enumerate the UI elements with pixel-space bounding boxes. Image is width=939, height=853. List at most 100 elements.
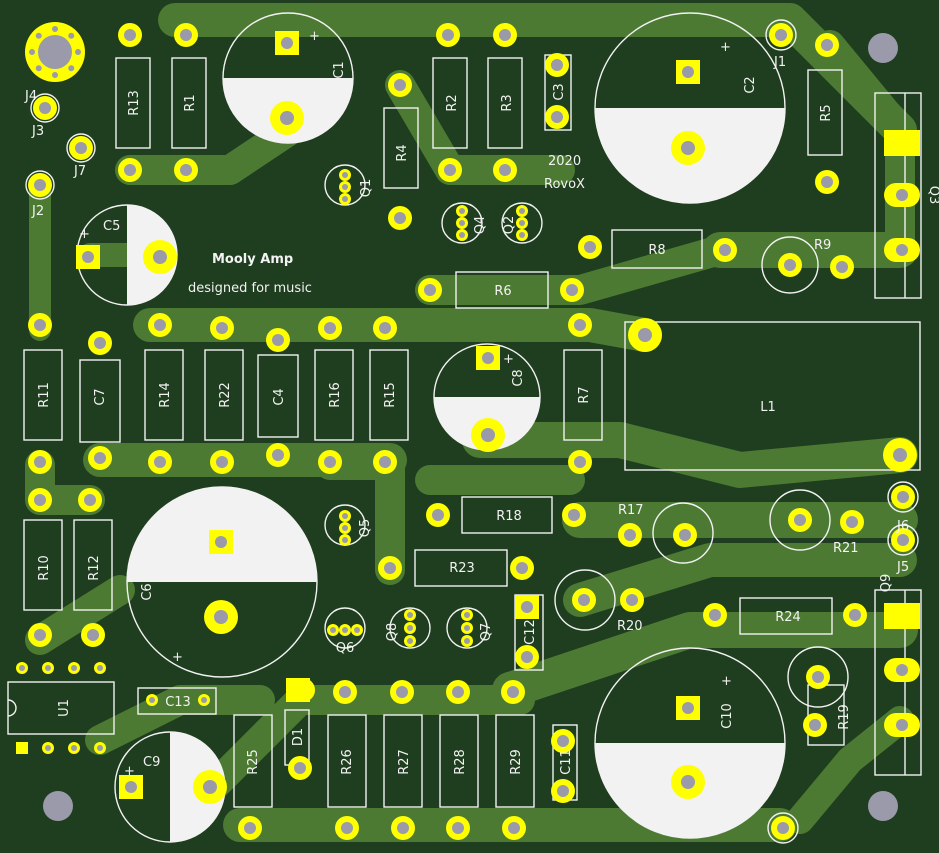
pad [97,665,103,671]
pad [638,328,652,342]
pad [574,456,586,468]
pad [821,39,833,51]
pad [35,32,42,39]
label-c13: C13 [165,695,191,710]
plus-c6: + [172,650,183,665]
pad [87,629,99,641]
pad [342,184,348,190]
pad [896,244,908,256]
pad [626,594,638,606]
pad [679,529,691,541]
pad [215,536,227,548]
pad [557,735,569,747]
pad [384,562,396,574]
pad [34,179,46,191]
pad [180,164,192,176]
pad [521,601,533,613]
through-hole-pads [16,23,920,840]
pad [846,516,858,528]
pad [893,448,907,462]
pad [339,686,351,698]
plus-c2: + [720,40,731,55]
pad [682,702,694,714]
pad [896,189,908,201]
pad [75,142,87,154]
pad [896,719,908,731]
label-q9: Q9 [879,574,894,593]
pad [39,102,51,114]
board-title: Mooly Amp [212,252,293,267]
pad [396,686,408,698]
label-c12: C12 [523,619,538,645]
label-r17: R17 [618,503,644,518]
pad [149,697,155,703]
label-q7: Q7 [479,623,494,642]
pad [452,686,464,698]
pad [809,719,821,731]
pad [379,456,391,468]
label-r16: R16 [328,382,343,408]
pad [272,334,284,346]
pad [442,29,454,41]
pad [394,212,406,224]
mounting-hole-bottom-left [43,791,73,821]
pad [482,352,494,364]
pad [499,164,511,176]
pad [519,208,525,214]
plus-c5: + [79,227,90,242]
label-d1: D1 [291,728,306,746]
pad [342,172,348,178]
pad [397,822,409,834]
pad [216,456,228,468]
pad [35,65,42,72]
label-r20: R20 [617,619,643,634]
label-r22: R22 [218,382,233,408]
pad [294,762,306,774]
board-subtitle: designed for music [188,281,312,296]
label-r24: R24 [775,610,801,625]
label-c9: C9 [143,755,160,770]
pad [75,49,81,55]
pad [452,822,464,834]
pad [201,697,207,703]
pad [459,232,465,238]
label-j5: J5 [896,560,909,575]
board-year: 2020 [548,154,581,169]
pad [584,241,596,253]
label-c1: C1 [332,61,347,78]
pad [324,456,336,468]
pad [557,785,569,797]
pad [154,319,166,331]
pad [68,65,75,72]
pad [459,220,465,226]
label-q5: Q5 [358,519,373,538]
pad [784,259,796,271]
pad [154,456,166,468]
pad [849,609,861,621]
pad [516,562,528,574]
pad [354,627,360,633]
label-r21: R21 [833,541,859,556]
pad [71,745,77,751]
pad [124,29,136,41]
label-q2: Q2 [502,216,517,235]
pad [203,780,217,794]
pad [777,822,789,834]
pad [97,745,103,751]
pad [180,29,192,41]
board-author: RovoX [544,177,585,192]
pad [481,428,495,442]
plus-c10: + [721,674,732,689]
pad [464,638,470,644]
label-r14: R14 [158,382,173,408]
pad [342,513,348,519]
pad [432,509,444,521]
label-r15: R15 [383,382,398,408]
label-r23: R23 [449,561,475,576]
label-r12: R12 [87,555,102,581]
silkscreen-outlines [7,12,922,844]
label-r10: R10 [37,555,52,581]
pad [719,244,731,256]
pad [775,29,787,41]
pad [812,671,824,683]
